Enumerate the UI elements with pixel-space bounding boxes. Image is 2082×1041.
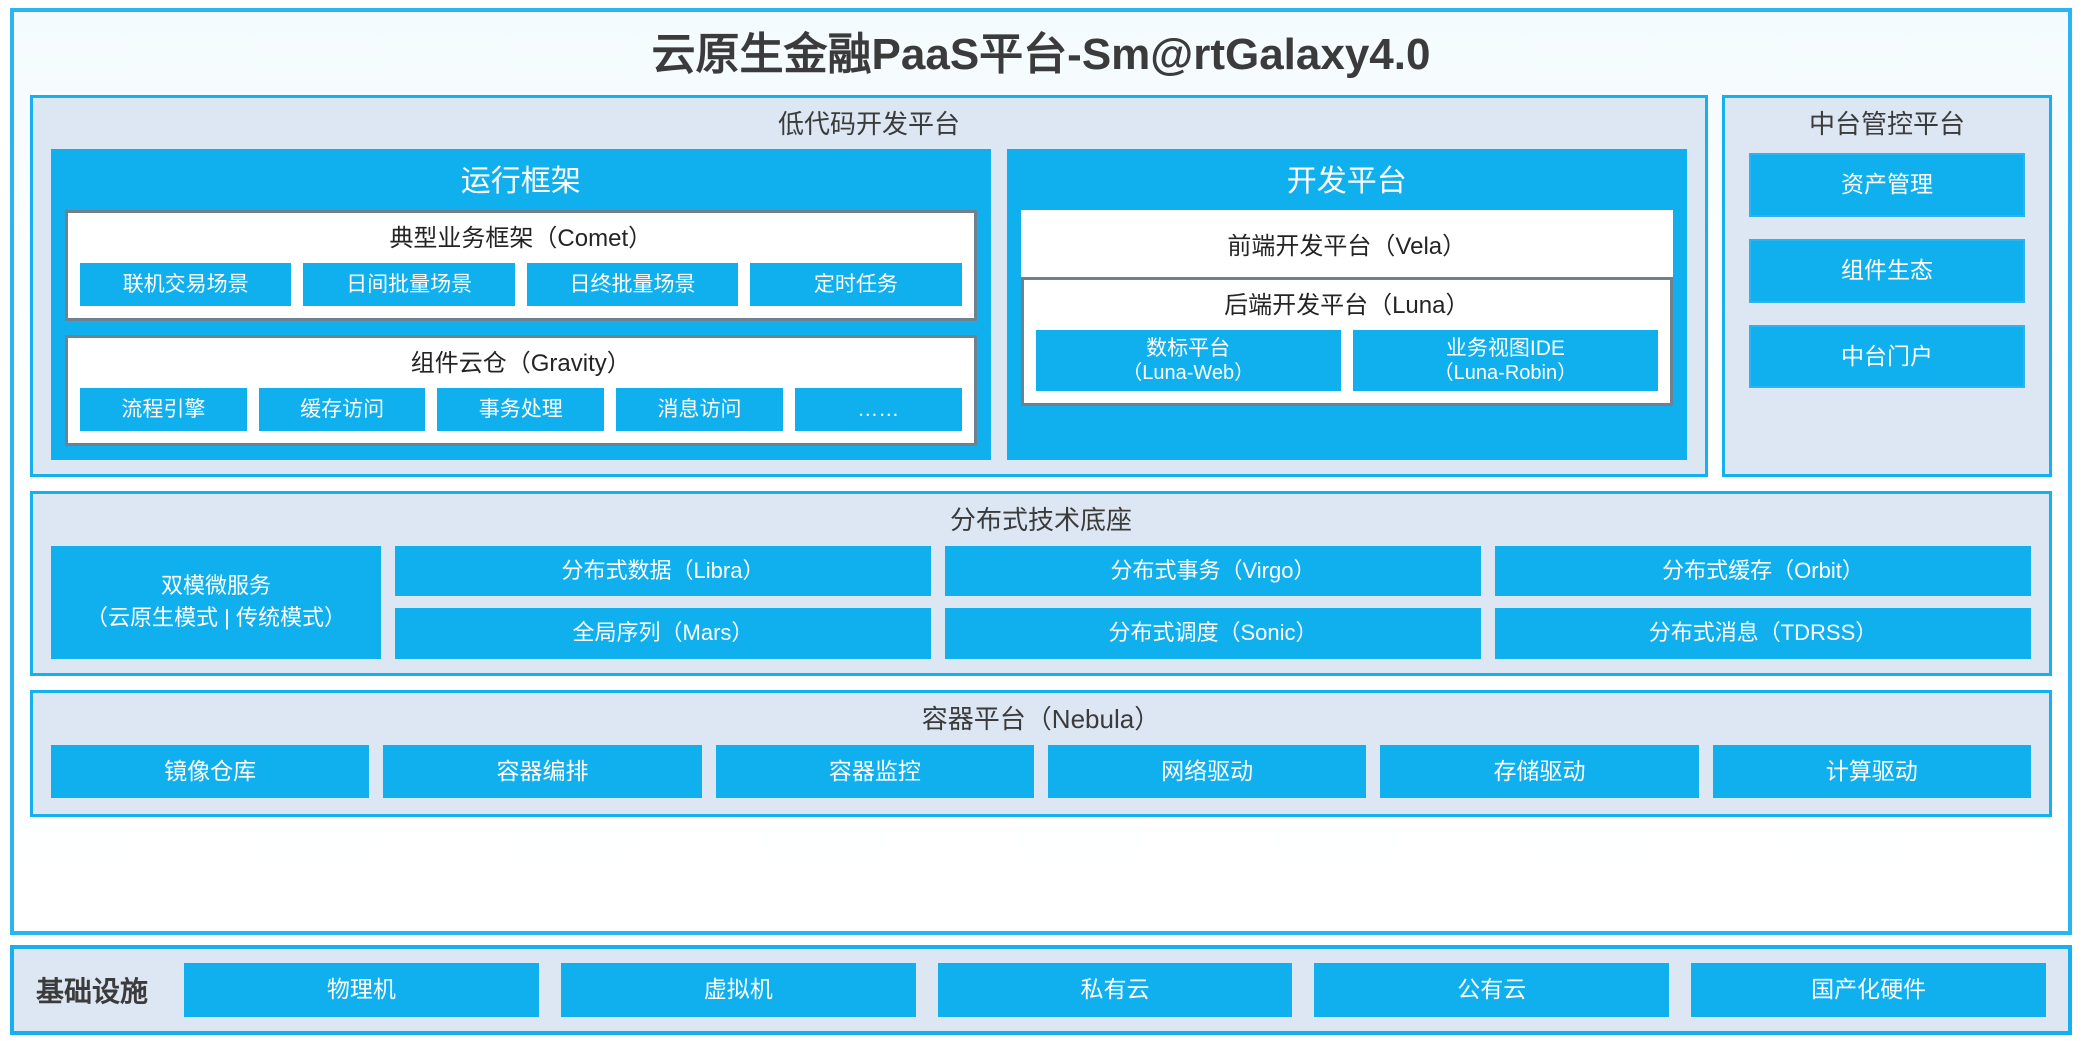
dual-mode-microservice-line2: （云原生模式 | 传统模式） [86,605,346,631]
container-item-monitoring[interactable]: 容器监控 [715,744,1034,799]
gravity-title: 组件云仓（Gravity） [410,350,631,378]
midplatform-control-title: 中台管控平台 [1808,108,1965,139]
comet-title: 典型业务框架（Comet） [389,225,653,253]
midplatform-item-asset-management[interactable]: 资产管理 [1749,153,2025,218]
lowcode-platform-body: 运行框架 典型业务框架（Comet） 联机交易场景 日间批量场景 日终批量场景 … [33,147,1705,461]
distributed-techbase-body: 双模微服务 （云原生模式 | 传统模式） 分布式数据（Libra） 全局序列（M… [33,544,2049,659]
gravity-item[interactable]: 事务处理 [437,387,605,432]
midplatform-item-list: 资产管理 组件生态 中台门户 [1749,153,2025,389]
techbase-cell-tdrss[interactable]: 分布式消息（TDRSS） [1495,608,2031,659]
gravity-item[interactable]: 流程引擎 [80,387,247,432]
main-platform-frame: 云原生金融PaaS平台-Sm@rtGalaxy4.0 低代码开发平台 运行框架 … [10,8,2072,936]
container-platform-title: 容器平台（Nebula） [921,703,1161,734]
gravity-item[interactable]: 消息访问 [616,387,783,432]
container-item-compute-driver[interactable]: 计算驱动 [1712,744,2031,799]
techbase-cell-sonic[interactable]: 分布式调度（Sonic） [945,608,1481,659]
container-platform-body: 镜像仓库 容器编排 容器监控 网络驱动 存储驱动 计算驱动 [33,743,2049,799]
lowcode-platform-panel: 低代码开发平台 运行框架 典型业务框架（Comet） 联机交易场景 日间批量场景… [30,94,1708,478]
distributed-techbase-panel: 分布式技术底座 双模微服务 （云原生模式 | 传统模式） 分布式数据（Libra… [30,491,2052,676]
gravity-box: 组件云仓（Gravity） 流程引擎 缓存访问 事务处理 消息访问 …… [65,335,977,447]
techbase-column-3: 分布式缓存（Orbit） 分布式消息（TDRSS） [1495,545,2031,659]
infrastructure-label: 基础设施 [36,976,149,1008]
comet-item[interactable]: 日间批量场景 [303,263,515,307]
distributed-techbase-title: 分布式技术底座 [949,505,1132,536]
container-item-network-driver[interactable]: 网络驱动 [1047,744,1367,799]
luna-item-web-code: （Luna-Web） [1122,362,1255,385]
container-platform-panel: 容器平台（Nebula） 镜像仓库 容器编排 容器监控 网络驱动 存储驱动 计算… [30,689,2052,818]
runtime-framework-card: 运行框架 典型业务框架（Comet） 联机交易场景 日间批量场景 日终批量场景 … [51,149,991,461]
luna-item-web-name: 数标平台 [1146,337,1231,361]
luna-item-robin[interactable]: 业务视图IDE （Luna-Robin） [1352,330,1658,392]
luna-box: 后端开发平台（Luna） 数标平台 （Luna-Web） 业务视图IDE （Lu… [1020,277,1673,407]
luna-item-robin-code: （Luna-Robin） [1433,362,1578,385]
comet-item-row: 联机交易场景 日间批量场景 日终批量场景 定时任务 [80,263,962,307]
infrastructure-item-domestic-hardware[interactable]: 国产化硬件 [1691,963,2046,1017]
lowcode-platform-title: 低代码开发平台 [777,108,960,139]
gravity-item[interactable]: 缓存访问 [258,387,426,432]
midplatform-item-component-ecosystem[interactable]: 组件生态 [1749,239,2025,303]
infrastructure-item-public-cloud[interactable]: 公有云 [1314,963,1670,1017]
infrastructure-item-private-cloud[interactable]: 私有云 [937,963,1293,1017]
runtime-framework-title: 运行框架 [460,165,581,199]
development-platform-title: 开发平台 [1286,165,1407,199]
container-item-orchestration[interactable]: 容器编排 [383,744,702,799]
top-region: 低代码开发平台 运行框架 典型业务框架（Comet） 联机交易场景 日间批量场景… [30,94,2052,478]
techbase-cell-virgo[interactable]: 分布式事务（Virgo） [945,545,1481,597]
luna-title: 后端开发平台（Luna） [1224,292,1470,320]
techbase-cell-orbit[interactable]: 分布式缓存（Orbit） [1495,545,2031,597]
container-item-storage-driver[interactable]: 存储驱动 [1380,744,1699,799]
infrastructure-panel: 基础设施 物理机 虚拟机 私有云 公有云 国产化硬件 [10,945,2072,1035]
comet-item[interactable]: 定时任务 [750,263,962,307]
techbase-cell-mars[interactable]: 全局序列（Mars） [395,608,931,659]
comet-item[interactable]: 日终批量场景 [526,263,739,307]
dual-mode-microservice-line1: 双模微服务 [160,573,271,599]
midplatform-control-panel: 中台管控平台 资产管理 组件生态 中台门户 [1722,94,2052,478]
techbase-column-2: 分布式事务（Virgo） 分布式调度（Sonic） [945,545,1481,659]
luna-item-row: 数标平台 （Luna-Web） 业务视图IDE （Luna-Robin） [1035,330,1658,392]
luna-item-web[interactable]: 数标平台 （Luna-Web） [1035,330,1341,392]
page-title: 云原生金融PaaS平台-Sm@rtGalaxy4.0 [651,30,1431,79]
infrastructure-item-virtual-machine[interactable]: 虚拟机 [560,963,916,1017]
techbase-cell-libra[interactable]: 分布式数据（Libra） [395,545,931,597]
vela-box[interactable]: 前端开发平台（Vela） [1020,210,1673,278]
container-item-image-registry[interactable]: 镜像仓库 [51,744,370,799]
gravity-item-more[interactable]: …… [794,387,962,432]
midplatform-item-portal[interactable]: 中台门户 [1749,324,2025,389]
luna-item-robin-name: 业务视图IDE [1445,337,1565,361]
infrastructure-item-physical-machine[interactable]: 物理机 [184,963,539,1017]
gravity-item-row: 流程引擎 缓存访问 事务处理 消息访问 …… [80,387,962,432]
techbase-column-1: 分布式数据（Libra） 全局序列（Mars） [395,545,931,659]
development-platform-card: 开发平台 前端开发平台（Vela） 后端开发平台（Luna） 数标平台 （Lun… [1006,149,1687,461]
comet-item[interactable]: 联机交易场景 [80,263,292,307]
comet-box: 典型业务框架（Comet） 联机交易场景 日间批量场景 日终批量场景 定时任务 [65,210,977,322]
dual-mode-microservice-cell[interactable]: 双模微服务 （云原生模式 | 传统模式） [51,545,381,659]
